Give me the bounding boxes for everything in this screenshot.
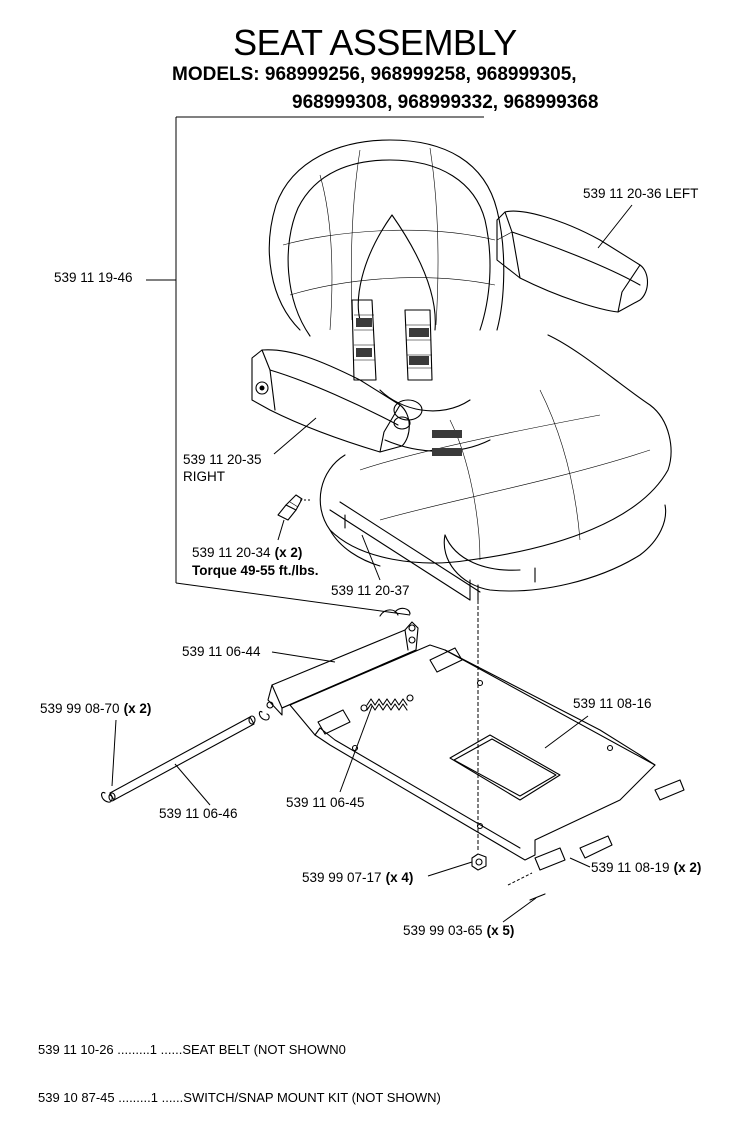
callout-spring: 539 11 06-45: [286, 705, 373, 810]
callout-armrest-right: 539 11 20-35 RIGHT: [183, 417, 317, 484]
callout-nut-label: 539 99 07-17(x 4): [302, 870, 413, 885]
parts-list: 539 11 10-26 .........1 ......SEAT BELT …: [38, 1010, 441, 1122]
callout-bushing: 539 11 08-19(x 2): [569, 857, 701, 875]
callout-seat-label: 539 11 19-46: [54, 270, 133, 285]
callout-spring-label: 539 11 06-45: [286, 795, 365, 810]
spring-illustration: [360, 694, 414, 712]
part-number: 539 11 10-26: [38, 1042, 114, 1057]
callout-armrest-left-label: 539 11 20-36 LEFT: [583, 186, 698, 201]
callout-pin: 539 99 03-65(x 5): [403, 897, 537, 938]
parts-list-row: 539 11 10-26 .........1 ......SEAT BELT …: [38, 1042, 441, 1058]
leader-dots: ......: [157, 1042, 183, 1057]
callout-armrest-right-label: 539 11 20-35: [183, 452, 262, 467]
callout-hinge-bracket-label: 539 11 06-44: [182, 644, 261, 659]
callout-pin-label: 539 99 03-65(x 5): [403, 923, 514, 938]
models-line-1: MODELS: 968999256, 968999258, 968999305,: [172, 64, 577, 85]
seat-pan-illustration: [289, 644, 685, 871]
callout-seat: 539 11 19-46: [54, 270, 176, 285]
page-title: SEAT ASSEMBLY: [233, 22, 517, 63]
callout-bushing-label: 539 11 08-19(x 2): [591, 860, 701, 875]
callout-pan-label: 539 11 08-16: [573, 696, 652, 711]
leader-dots: .........: [114, 1090, 151, 1105]
rod-illustration: [108, 715, 256, 802]
clip-illustration: [101, 710, 270, 803]
seat-illustration: [268, 139, 672, 601]
description: SEAT BELT (NOT SHOWN0: [182, 1042, 346, 1057]
armrest-left-illustration: [496, 210, 649, 313]
callout-armrest-right-side: RIGHT: [183, 469, 225, 484]
callout-bolt-torque: Torque 49-55 ft./lbs.: [192, 563, 319, 578]
callout-clip-label: 539 99 08-70(x 2): [40, 701, 151, 716]
leader-dots: .........: [113, 1042, 150, 1057]
callout-pan: 539 11 08-16: [544, 696, 652, 749]
armrest-right-illustration: [251, 349, 410, 453]
quantity: 1: [150, 1090, 158, 1105]
callout-bolt: 539 11 20-34(x 2) Torque 49-55 ft./lbs.: [192, 519, 319, 578]
quantity: 1: [149, 1042, 158, 1057]
callout-slide-rail: 539 11 20-37: [331, 534, 410, 598]
callout-nut: 539 99 07-17(x 4): [302, 861, 473, 885]
nut-illustration: [471, 600, 487, 871]
description: SWITCH/SNAP MOUNT KIT (NOT SHOWN): [183, 1090, 441, 1105]
pin-illustration: [507, 872, 546, 901]
part-number: 539 10 87-45: [38, 1090, 115, 1105]
exploded-parts-diagram: 539 11 19-46 539 11 20-36 LEFT 539 11 20…: [40, 116, 701, 938]
callout-clip: 539 99 08-70(x 2): [40, 701, 151, 787]
callout-rod-label: 539 11 06-46: [159, 806, 238, 821]
callout-bolt-label: 539 11 20-34(x 2): [192, 545, 302, 560]
models-line-2: 968999308, 968999332, 968999368: [292, 92, 599, 113]
bolt-illustration: [277, 494, 312, 521]
callout-slide-rail-label: 539 11 20-37: [331, 583, 410, 598]
callout-rod: 539 11 06-46: [159, 763, 238, 821]
callout-hinge-bracket: 539 11 06-44: [182, 644, 336, 663]
seat-group-bracket: [175, 116, 484, 616]
parts-list-row: 539 10 87-45 .........1 ......SWITCH/SNA…: [38, 1090, 441, 1106]
leader-dots: ......: [157, 1090, 184, 1105]
callout-armrest-left: 539 11 20-36 LEFT: [583, 186, 698, 249]
